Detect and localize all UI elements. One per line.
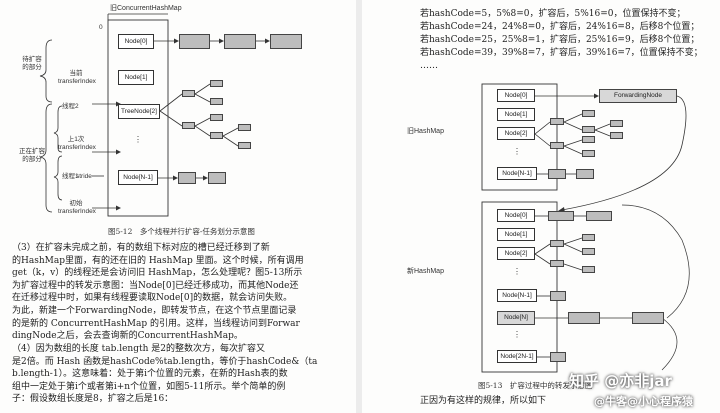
old-node-n-1: Node[N-1]	[118, 170, 158, 185]
chain-box	[568, 312, 600, 324]
new-ellipsis-2: ⋮	[513, 330, 521, 339]
zhihu-watermark: 知乎 @亦非jar	[569, 372, 672, 390]
text-line: 为此，新建一个ForwardingNode，即转发节点，在这个节点里面记录	[12, 305, 297, 316]
tree-node-box	[182, 122, 195, 129]
chain-box	[208, 172, 226, 184]
old-node-0: Node[0]	[118, 34, 154, 49]
figure-5-12-caption: 图5-12 多个线程并行扩容-任务划分示意图	[108, 227, 255, 236]
current-index-label: 当前transferIndex	[58, 70, 96, 85]
tree-node-box	[210, 114, 223, 121]
tree-node-box	[582, 234, 595, 241]
tree-node-box	[238, 124, 251, 131]
chain-box	[576, 169, 594, 179]
chain-box	[178, 172, 196, 184]
tree-node-box	[610, 120, 623, 127]
chain-box	[632, 312, 664, 324]
thread1-label: 线程1	[62, 173, 79, 180]
text-line: 正因为有这样的规律，所以如下	[420, 396, 547, 406]
chain-box	[586, 211, 612, 221]
left-page: 旧ConcurrentHashMap 0 待扩容的部分 当前transferIn…	[0, 0, 356, 413]
fwd-old-ellipsis: ⋮	[513, 147, 521, 156]
text-line: 子：假设数组长度是8，扩容之后是16：	[12, 394, 174, 405]
last-index-label: 上1次transferIndex	[58, 136, 96, 151]
tree-node-box	[550, 142, 564, 149]
text-line: 若hashCode=39，39%8=7，扩容后，39%16=7，位置保持不变；	[420, 48, 703, 58]
chain-box	[548, 169, 566, 179]
text-line: 若hashCode=25，25%8=1，扩容后，25%16=9，后移8个位置；	[420, 35, 700, 45]
paragraph-3: （3）在扩容未完成之前，有的数组下标对应的槽已经迁移到了新 的HashMap里面…	[12, 242, 304, 343]
text-line: 若hashCode=24，24%8=0，扩容后，24%16=8，后移8个位置；	[420, 22, 700, 32]
tree-node-box	[210, 132, 223, 139]
pending-label: 待扩容的部分	[22, 56, 42, 71]
tree-node-box	[582, 136, 595, 143]
old-ellipsis: ⋮	[134, 135, 142, 144]
text-line: 组中一定处于第i个或者第i+n个位置，如图5-11所示。举个简单的例	[12, 381, 286, 392]
fwd-old-node-1: Node[1]	[497, 108, 535, 121]
tree-node-box	[210, 80, 223, 87]
tree-node-box	[582, 126, 595, 133]
tree-node-box	[582, 266, 595, 273]
tree-node-box	[582, 150, 595, 157]
initial-index-label: 初始transferIndex	[58, 200, 96, 215]
tree-node-box	[210, 98, 223, 105]
tree-node-box	[582, 110, 595, 117]
tree-node-box	[238, 142, 251, 149]
text-line: 是2倍。而 Hash 函数是hashCode%tab.length，等价于has…	[12, 356, 318, 367]
tree-node-box	[550, 260, 564, 267]
fwd-old-node-2: Node[2]	[497, 127, 535, 140]
index-zero: 0	[99, 24, 103, 31]
old-map-title: 旧ConcurrentHashMap	[110, 5, 182, 12]
chain-box	[550, 352, 566, 362]
fwd-old-node-n-1: Node[N-1]	[497, 167, 537, 180]
chain-box	[270, 34, 302, 49]
old-hashmap-label: 旧HashMap	[407, 128, 444, 135]
old-node-1: Node[1]	[118, 70, 154, 85]
chain-box	[550, 291, 566, 301]
new-node-1: Node[1]	[497, 228, 535, 241]
new-node-2n-1: Node[2N-1]	[497, 350, 537, 363]
tree-node-box	[550, 118, 564, 125]
text-line: 在迁移过程中时，如果有线程要读取Node[0]的数据，就会访问失败。	[12, 293, 293, 304]
new-hashmap-label: 新HashMap	[407, 268, 444, 275]
new-ellipsis-1: ⋮	[513, 267, 521, 276]
new-node-n: Node[N]	[497, 311, 535, 325]
figure-5-13-caption: 图5-13 扩容过程中的转发示意图	[478, 381, 593, 390]
paragraph-4: （4）因为数组的长度 tab.length 是2的整数次方，每次扩容又 是2倍。…	[12, 343, 317, 406]
left-figure-lines	[39, 13, 270, 217]
text-line: 若hashCode=5，5%8=0，扩容后，5%16=0，位置保持不变；	[420, 9, 686, 19]
tree-node-box	[582, 248, 595, 255]
new-node-0: Node[0]	[497, 209, 535, 222]
text-line: b.length-1）。这意味着：处于第i个位置的元素，在新的Hash表的数	[12, 369, 288, 380]
page-divider	[356, 0, 362, 413]
text-line: ……	[420, 61, 438, 71]
text-line: 为扩容过程中的转发示意图：当Node[0]已经迁移成功，而其他Node还	[12, 280, 299, 291]
text-line: （3）在扩容未完成之前，有的数组下标对应的槽已经迁移到了新	[12, 243, 270, 253]
right-figure-lines	[481, 83, 690, 373]
chain-box	[224, 34, 256, 49]
text-line: get（k，v）的线程还是会访问旧 HashMap，怎么处理呢？图5-13所示	[12, 268, 303, 279]
chain-box	[548, 211, 574, 221]
niuke-watermark: @牛客@小心程序猿	[594, 395, 693, 408]
chain-box	[179, 34, 210, 49]
new-node-2: Node[2]	[497, 247, 535, 260]
text-line: dingNode之后，会去查询新的ConcurrentHashMap。	[12, 331, 243, 342]
tree-node-box	[610, 132, 623, 139]
new-node-n-1: Node[N-1]	[497, 289, 537, 302]
old-treenode-2: TreeNode[2]	[118, 104, 160, 119]
thread2-label: 线程2	[62, 103, 79, 110]
tree-node-box	[550, 240, 564, 247]
fwd-old-node-0: Node[0]	[497, 89, 535, 102]
text-line: 的是新的 ConcurrentHashMap 的引用。这样，当线程访问到Forw…	[12, 318, 300, 329]
text-line: 的HashMap里面，有的还在旧的 HashMap 里面。这个时候，所有调用	[12, 255, 304, 266]
right-page: 若hashCode=5，5%8=0，扩容后，5%16=0，位置保持不变； 若ha…	[362, 0, 720, 413]
tree-node-box	[182, 90, 195, 97]
stride-label: stride	[76, 173, 92, 180]
forwarding-node: ForwardingNode	[599, 89, 677, 103]
text-line: （4）因为数组的长度 tab.length 是2的整数次方，每次扩容又	[12, 344, 265, 354]
in-progress-label: 正在扩容的部分	[19, 148, 45, 163]
